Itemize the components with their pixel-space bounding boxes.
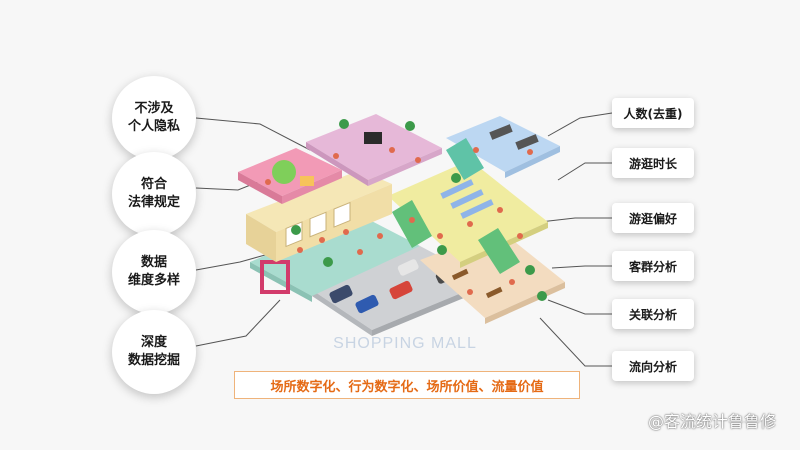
left-label-privacy: 不涉及 个人隐私: [112, 76, 196, 160]
shelf-icons: [440, 179, 494, 219]
car-icon: [397, 259, 419, 276]
escalator-icon: [478, 228, 520, 274]
play-mat-icon: [272, 160, 296, 184]
left-label-mining: 深度 数据挖掘: [112, 310, 196, 394]
right-label-customer-analysis: 客群分析: [612, 251, 694, 281]
shop-floor: [246, 170, 392, 232]
right-label-preference: 游逛偏好: [612, 203, 694, 233]
bench-icon: [451, 268, 469, 281]
right-label-flow-analysis: 流向分析: [612, 351, 694, 381]
piano-icon: [364, 132, 382, 144]
tagline-box: 场所数字化、行为数字化、场所价值、流量价值: [234, 371, 580, 399]
plant-icon: [405, 121, 415, 131]
bench-icon: [485, 286, 503, 299]
left-label-dimensions: 数据 维度多样: [112, 230, 196, 314]
left-connectors: [195, 117, 311, 347]
people-icons: [265, 147, 533, 295]
blue-floor: [446, 116, 560, 172]
right-label-people-count: 人数(去重): [612, 98, 694, 128]
gate-icon: [260, 260, 290, 294]
plant-icon: [339, 119, 349, 129]
right-connectors: [539, 112, 613, 367]
escalator-icon: [446, 138, 484, 180]
desk-icon: [515, 134, 539, 150]
right-label-association-analysis: 关联分析: [612, 299, 694, 329]
shop-window-icons: [285, 201, 351, 248]
stairs-icon: [300, 176, 314, 186]
watermark: @客流统计鲁鲁修: [647, 412, 776, 431]
left-label-legal: 符合 法律规定: [112, 152, 196, 236]
right-label-dwell-time: 游逛时长: [612, 148, 694, 178]
mall-title: SHOPPING MALL: [333, 335, 477, 352]
car-icon: [355, 294, 379, 314]
car-icon: [329, 284, 353, 304]
desk-icon: [489, 124, 513, 140]
tree-icons: [291, 173, 547, 301]
escalator-icon: [392, 200, 432, 248]
car-icon: [389, 280, 413, 300]
